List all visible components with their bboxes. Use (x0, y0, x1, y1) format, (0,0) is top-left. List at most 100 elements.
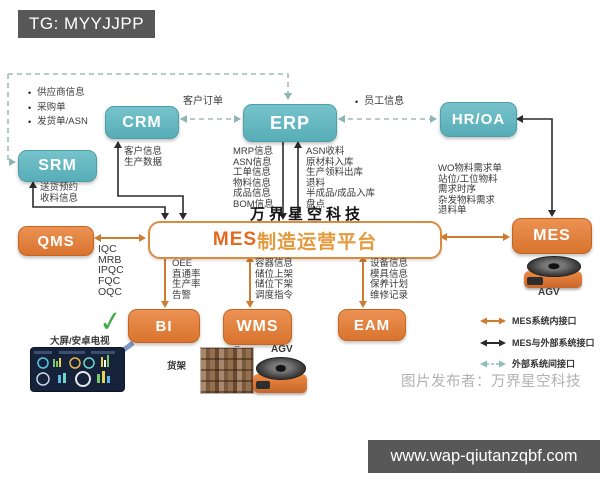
top-watermark-tag: TG: MYYJJPP (18, 10, 156, 38)
supplier-item: 供应商信息 (37, 87, 85, 98)
list-line: BOM信息 (233, 198, 274, 210)
node-erp-label: ERP (269, 112, 310, 133)
list-line: 生产率 (172, 279, 201, 290)
mes-to-erp-list: ASN收料 原材料入库 生产领料出库 退料 半成品/成品入库 盘点 (306, 146, 376, 210)
list-line: 工单信息 (233, 167, 272, 178)
list-line: IPQC (98, 264, 124, 277)
list-line: FQC (98, 275, 121, 288)
legend-teal-dashed-arrow-icon (480, 360, 506, 367)
list-line: 收料信息 (40, 192, 79, 204)
list-line: 保养计划 (370, 279, 409, 290)
supplier-item: 采购单 (37, 101, 66, 113)
legend-black-arrow-icon (480, 339, 506, 346)
list-line: 物料信息 (233, 177, 272, 189)
platform-watermark: 万界星空科技 (250, 206, 365, 223)
top-tag-text: TG: MYYJJPP (29, 14, 145, 33)
list-line: 直通率 (172, 268, 201, 280)
list-line: 调度指令 (255, 289, 294, 301)
node-qms-label: QMS (37, 232, 75, 250)
legend-item-between-external: 外部系统间接口 (480, 357, 575, 370)
legend-label: MES系统内接口 (512, 316, 577, 326)
dashed-arrowheads (9, 93, 437, 166)
list-line: 容器信息 (255, 258, 294, 269)
node-crm: CRM (105, 106, 179, 139)
list-line: 储位下架 (255, 279, 294, 290)
node-srm: SRM (18, 150, 97, 182)
supplier-info-list: • 供应商信息 • 采购单 • 发货单/ASN (28, 87, 88, 128)
node-wms: WMS (223, 309, 292, 345)
list-line: 生产数据 (124, 157, 163, 168)
employee-info-text: 员工信息 (364, 96, 405, 107)
list-line: ASN收料 (306, 146, 345, 157)
black-connectors (32, 118, 553, 218)
list-line: 盘点 (306, 198, 326, 210)
crm-flow-list: 客户信息 生产数据 (124, 146, 162, 168)
list-line: 杂发物料需求 (438, 194, 496, 206)
screen-label: 大屏/安卓电视 (50, 336, 110, 347)
shelf-label: 货架 (167, 361, 187, 372)
node-bi-label: BI (155, 317, 173, 335)
list-line: 告警 (172, 289, 192, 301)
node-hroa: HR/OA (440, 102, 517, 137)
legend-item-external: MES与外部系统接口 (480, 336, 595, 349)
list-line: 模具信息 (370, 268, 409, 280)
dashboard-screen-image (30, 347, 125, 392)
agv-panel (255, 380, 271, 390)
list-line: 原材料入库 (306, 156, 354, 168)
agv-disc (527, 256, 581, 277)
list-line: MRP信息 (233, 146, 274, 157)
dashboard-screen-graphic (34, 351, 115, 387)
list-line: 客户信息 (124, 146, 163, 157)
agv-hub (275, 365, 287, 372)
edge-label-employee-info: •员工信息 (355, 96, 405, 108)
list-line: 站位/工位物料 (438, 173, 498, 185)
agv-hub (548, 263, 560, 270)
srm-flow-list: 送货预约 收料信息 (40, 182, 79, 204)
list-line: ASN信息 (233, 156, 272, 168)
list-line: OQC (98, 285, 122, 298)
node-hroa-label: HR/OA (451, 111, 506, 128)
legend-label: MES与外部系统接口 (512, 338, 595, 348)
bi-flow-list: OEE 直通率 生产率 告警 (172, 258, 201, 301)
list-line: 退料 (306, 177, 326, 189)
list-line: 生产领料出库 (306, 167, 364, 178)
bullet-icon: • (28, 117, 32, 127)
node-eam-label: EAM (353, 316, 391, 334)
node-mes: MES (512, 218, 592, 254)
list-line: OEE (172, 258, 193, 269)
qms-flow-list: IQC MRB IPQC FQC OQC (98, 244, 124, 298)
list-line: 退料单 (438, 205, 467, 216)
agv-photo-mes (524, 256, 582, 288)
checkmark-icon: ✓ (96, 304, 125, 339)
wms-flow-list: 容器信息 储位上架 储位下架 调度指令 (255, 258, 294, 301)
black-arrowheads (29, 115, 556, 220)
node-qms: QMS (18, 226, 94, 256)
bullet-icon: • (28, 102, 32, 113)
node-eam: EAM (338, 309, 406, 341)
legend-label: 外部系统间接口 (512, 359, 576, 369)
bullet-icon: • (28, 88, 32, 98)
supplier-item: 发货单/ASN (37, 116, 88, 127)
orange-arrowheads (94, 233, 510, 308)
node-crm-label: CRM (122, 113, 162, 131)
shelf-photo (200, 347, 254, 394)
hroa-flow-list: WO物料需求单 站位/工位物料 需求时序 杂发物料需求 退料单 (438, 163, 502, 217)
list-line: IQC (98, 243, 117, 255)
node-erp: ERP (243, 104, 337, 142)
bottom-url-text: www.wap-qiutanzqbf.com (390, 447, 578, 465)
list-line: 成品信息 (233, 188, 272, 199)
list-line: 半成品/成品入库 (306, 188, 376, 199)
agv-photo-wms (253, 357, 307, 393)
node-srm-label: SRM (38, 157, 77, 174)
agv-label-wms: AGV (271, 344, 293, 355)
bottom-url-bar: www.wap-qiutanzqbf.com (368, 440, 600, 473)
agv-label-mes: AGV (538, 287, 560, 298)
node-wms-label: WMS (236, 318, 279, 335)
agv-disc (256, 357, 306, 380)
agv-panel (526, 277, 543, 285)
erp-to-mes-list: MRP信息 ASN信息 工单信息 物料信息 成品信息 BOM信息 (233, 146, 274, 210)
list-line: 需求时序 (438, 184, 477, 195)
list-line: 维修记录 (370, 289, 409, 301)
